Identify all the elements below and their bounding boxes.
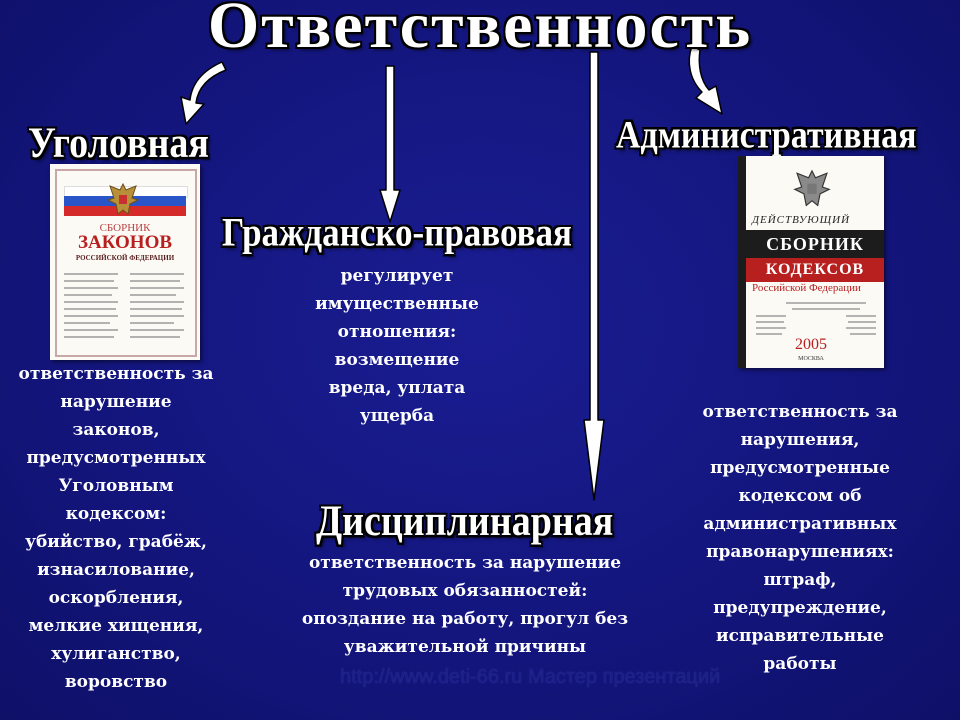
double-headed-eagle-icon: [792, 164, 832, 210]
desc-line: штраф,: [763, 570, 837, 590]
desc-criminal: ответственность за нарушение законов, преду…: [0, 360, 232, 696]
desc-line: законов,: [72, 420, 160, 440]
desc-line: ответственность за: [702, 402, 898, 422]
book-laws-image: СБОРНИК ЗАКОНОВ РОССИЙСКОЙ ФЕДЕРАЦИИ: [50, 164, 200, 360]
desc-line: предусмотренные: [710, 458, 890, 478]
desc-line: ответственность за нарушение: [308, 553, 622, 573]
desc-line: предусмотренных: [26, 448, 206, 468]
arrow-to-civil: [379, 65, 401, 223]
desc-line: возмещение: [334, 350, 460, 370]
desc-line: правонарушениях:: [706, 542, 894, 562]
desc-line: оскорбления,: [48, 588, 184, 608]
desc-line: исправительные: [716, 626, 884, 646]
book-codes-image: ДЕЙСТВУЮЩИЙ СБОРНИК КОДЕКСОВ Российской …: [738, 156, 884, 368]
book-codes-line1: СБОРНИК: [746, 230, 884, 258]
desc-line: предупреждение,: [713, 598, 887, 618]
desc-line: ущерба: [359, 406, 435, 426]
book-laws-line2: ЗАКОНОВ: [77, 232, 173, 253]
arrow-to-criminal: [180, 61, 227, 125]
desc-line: мелкие хищения,: [28, 616, 204, 636]
desc-line: нарушение: [60, 392, 172, 412]
heading-civil: Гражданско-правовая: [222, 210, 572, 255]
desc-line: убийство, грабёж,: [25, 532, 207, 552]
book-codes-contents: [756, 302, 876, 335]
book-laws-line3: РОССИЙСКОЙ ФЕДЕРАЦИИ: [75, 254, 175, 262]
desc-line: воровство: [64, 672, 168, 692]
double-headed-eagle-icon: [106, 178, 140, 218]
page-title: Ответственность: [207, 0, 753, 62]
desc-line: административных: [703, 514, 897, 534]
book-codes-top: ДЕЙСТВУЮЩИЙ: [752, 214, 851, 226]
arrow-to-disciplinary: [583, 51, 605, 501]
desc-administrative: ответственность за нарушения, предусмотрен…: [680, 398, 920, 678]
desc-line: уважительной причины: [343, 637, 587, 657]
desc-line: кодексом:: [65, 504, 167, 524]
desc-line: ответственность за: [18, 364, 214, 384]
desc-line: опоздание на работу, прогул без: [301, 609, 629, 629]
desc-disciplinary: ответственность за нарушение трудовых обя…: [280, 549, 650, 661]
desc-line: кодексом об: [738, 486, 862, 506]
book-laws-contents: [64, 273, 184, 338]
book-codes-year: 2005: [795, 336, 827, 353]
desc-civil: регулирует имущественные отношения: возмеще…: [282, 262, 512, 430]
heading-administrative: Административная: [616, 114, 917, 157]
desc-line: изнасилование,: [37, 560, 195, 580]
heading-criminal: Уголовная: [28, 119, 209, 168]
book-codes-line2: КОДЕКСОВ: [746, 258, 884, 282]
desc-line: имущественные: [315, 294, 479, 314]
desc-line: вреда, уплата: [328, 378, 466, 398]
book-codes-city: МОСКВА: [798, 356, 824, 362]
watermark: http://www.deti-66.ru Мастер презентаций: [340, 666, 721, 688]
book-laws-line1: СБОРНИК: [99, 222, 151, 234]
desc-line: Уголовным: [58, 476, 174, 496]
desc-line: хулиганство,: [51, 644, 181, 664]
book-codes-line3: Российской Федерации: [752, 282, 861, 294]
desc-line: отношения:: [337, 322, 457, 342]
desc-line: трудовых обязанностей:: [342, 581, 588, 601]
desc-line: нарушения,: [740, 430, 860, 450]
desc-line: регулирует: [340, 266, 454, 286]
heading-disciplinary: Дисциплинарная: [316, 497, 614, 546]
arrow-to-administrative: [688, 45, 723, 115]
desc-line: работы: [763, 654, 837, 674]
